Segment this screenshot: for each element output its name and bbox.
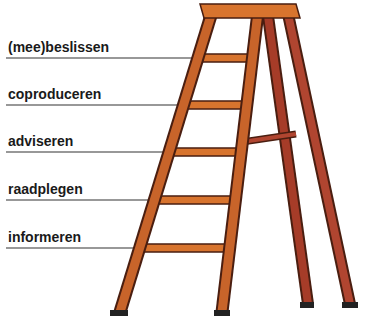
step-label: adviseren — [8, 133, 73, 149]
step-label: (mee)beslissen — [8, 39, 109, 55]
step-label: coproduceren — [8, 86, 101, 102]
step-label: raadplegen — [8, 181, 83, 197]
step-label: informeren — [8, 229, 81, 245]
